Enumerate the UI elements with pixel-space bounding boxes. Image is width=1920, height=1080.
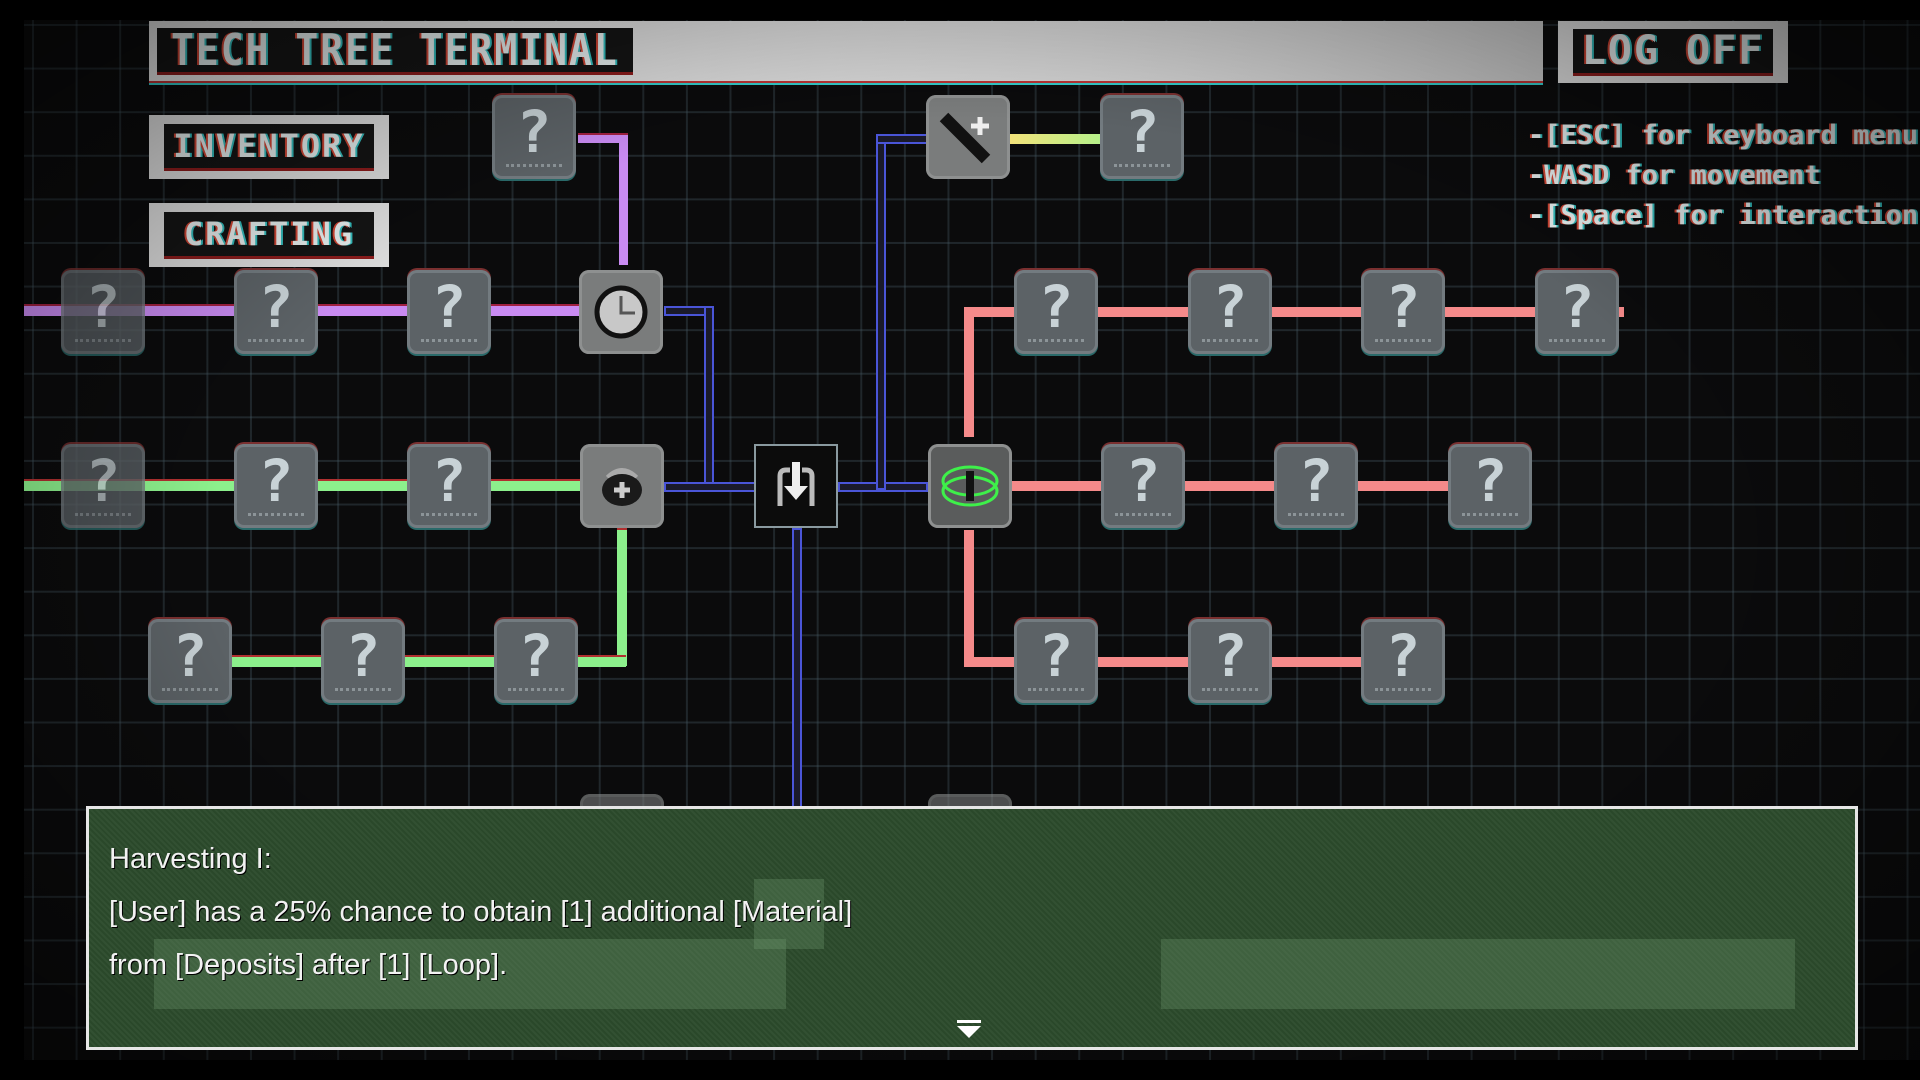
question-mark-icon: ?	[1385, 273, 1421, 341]
green-ring-icon	[941, 465, 999, 507]
title-box: TECH TREE TERMINAL	[157, 24, 633, 76]
dialog-line-1: [User] has a 25% chance to obtain [1] ad…	[109, 896, 853, 928]
locked-node[interactable]: ?	[234, 270, 318, 354]
blue-trunk-segment	[876, 134, 886, 490]
locked-node[interactable]: ?	[148, 619, 232, 703]
question-mark-icon: ?	[258, 447, 294, 515]
question-mark-icon: ?	[1212, 622, 1248, 690]
locked-node[interactable]: ?	[1188, 270, 1272, 354]
locked-node[interactable]: ?	[1101, 444, 1185, 528]
yellow-link-line	[1010, 134, 1100, 144]
locked-node[interactable]: ?	[1535, 270, 1619, 354]
question-mark-icon: ?	[431, 273, 467, 341]
question-mark-icon: ?	[1472, 447, 1508, 515]
locked-node[interactable]: ?	[61, 270, 145, 354]
log-off-label: LOG OFF	[1581, 27, 1765, 74]
description-dialog: Harvesting I: [User] has a 25% chance to…	[86, 806, 1858, 1050]
blue-trunk-segment	[876, 134, 928, 144]
harvesting-node-selected[interactable]	[754, 444, 838, 528]
page-title: TECH TREE TERMINAL	[171, 24, 619, 76]
clock-icon	[594, 285, 648, 339]
crafting-button[interactable]: CRAFTING	[149, 203, 389, 267]
question-mark-icon: ?	[85, 273, 121, 341]
green-branch-vertical	[617, 530, 627, 666]
locked-node[interactable]: ?	[407, 270, 491, 354]
locked-node[interactable]: ?	[321, 619, 405, 703]
red-branch-down-vertical	[964, 530, 974, 666]
question-mark-icon: ?	[1038, 622, 1074, 690]
question-mark-icon: ?	[518, 622, 554, 690]
harvest-arrow-icon	[777, 462, 815, 506]
question-mark-icon: ?	[1124, 98, 1160, 166]
question-mark-icon: ?	[1125, 447, 1161, 515]
locked-node[interactable]: ?	[234, 444, 318, 528]
question-mark-icon: ?	[516, 98, 552, 166]
inventory-button[interactable]: INVENTORY	[149, 115, 389, 179]
title-bar: TECH TREE TERMINAL	[149, 21, 1543, 83]
blue-trunk-segment	[664, 482, 756, 492]
rifle-plus-icon	[939, 112, 991, 164]
locked-node[interactable]: ?	[1361, 619, 1445, 703]
ghost-overlay	[154, 939, 786, 1009]
locked-node[interactable]: ?	[1448, 444, 1532, 528]
question-mark-icon: ?	[172, 622, 208, 690]
crafting-label: CRAFTING	[183, 214, 355, 253]
inventory-label: INVENTORY	[173, 126, 365, 165]
dialog-continue-arrow-icon[interactable]	[957, 1020, 981, 1038]
ghost-overlay	[754, 879, 824, 949]
locked-node[interactable]: ?	[494, 619, 578, 703]
question-mark-icon: ?	[1212, 273, 1248, 341]
question-mark-icon: ?	[258, 273, 294, 341]
locked-node[interactable]: ?	[1100, 95, 1184, 179]
locked-node[interactable]: ?	[1274, 444, 1358, 528]
blue-trunk-segment	[792, 528, 802, 808]
rifle-upgrade-node[interactable]	[926, 95, 1010, 179]
question-mark-icon: ?	[1038, 273, 1074, 341]
locked-node[interactable]: ?	[61, 444, 145, 528]
purple-branch-vertical	[619, 135, 628, 265]
question-mark-icon: ?	[431, 447, 467, 515]
locked-node[interactable]: ?	[1188, 619, 1272, 703]
controls-hints: -[ESC] for keyboard menu -WASD for movem…	[1528, 116, 1918, 236]
question-mark-icon: ?	[1385, 622, 1421, 690]
dialog-title: Harvesting I:	[109, 843, 272, 875]
question-mark-icon: ?	[85, 447, 121, 515]
locked-node[interactable]: ?	[1014, 619, 1098, 703]
locked-node[interactable]: ?	[1014, 270, 1098, 354]
blue-trunk-segment	[704, 306, 714, 492]
clock-node[interactable]	[579, 270, 663, 354]
hint-wasd: -WASD for movement	[1528, 160, 1821, 191]
log-off-button[interactable]: LOG OFF	[1558, 21, 1788, 83]
medkit-node[interactable]	[580, 444, 664, 528]
question-mark-icon: ?	[1559, 273, 1595, 341]
dialog-line-2: from [Deposits] after [1] [Loop].	[109, 949, 508, 981]
locked-node[interactable]: ?	[1361, 270, 1445, 354]
medkit-icon	[602, 468, 642, 506]
ghost-overlay	[1161, 939, 1795, 1009]
hint-space: -[Space] for interaction	[1528, 200, 1919, 231]
question-mark-icon: ?	[345, 622, 381, 690]
locked-node[interactable]: ?	[492, 95, 576, 179]
red-branch-up-vertical	[964, 307, 974, 437]
locked-node[interactable]: ?	[407, 444, 491, 528]
hint-esc: -[ESC] for keyboard menu	[1528, 120, 1919, 151]
ring-node[interactable]	[928, 444, 1012, 528]
question-mark-icon: ?	[1298, 447, 1334, 515]
